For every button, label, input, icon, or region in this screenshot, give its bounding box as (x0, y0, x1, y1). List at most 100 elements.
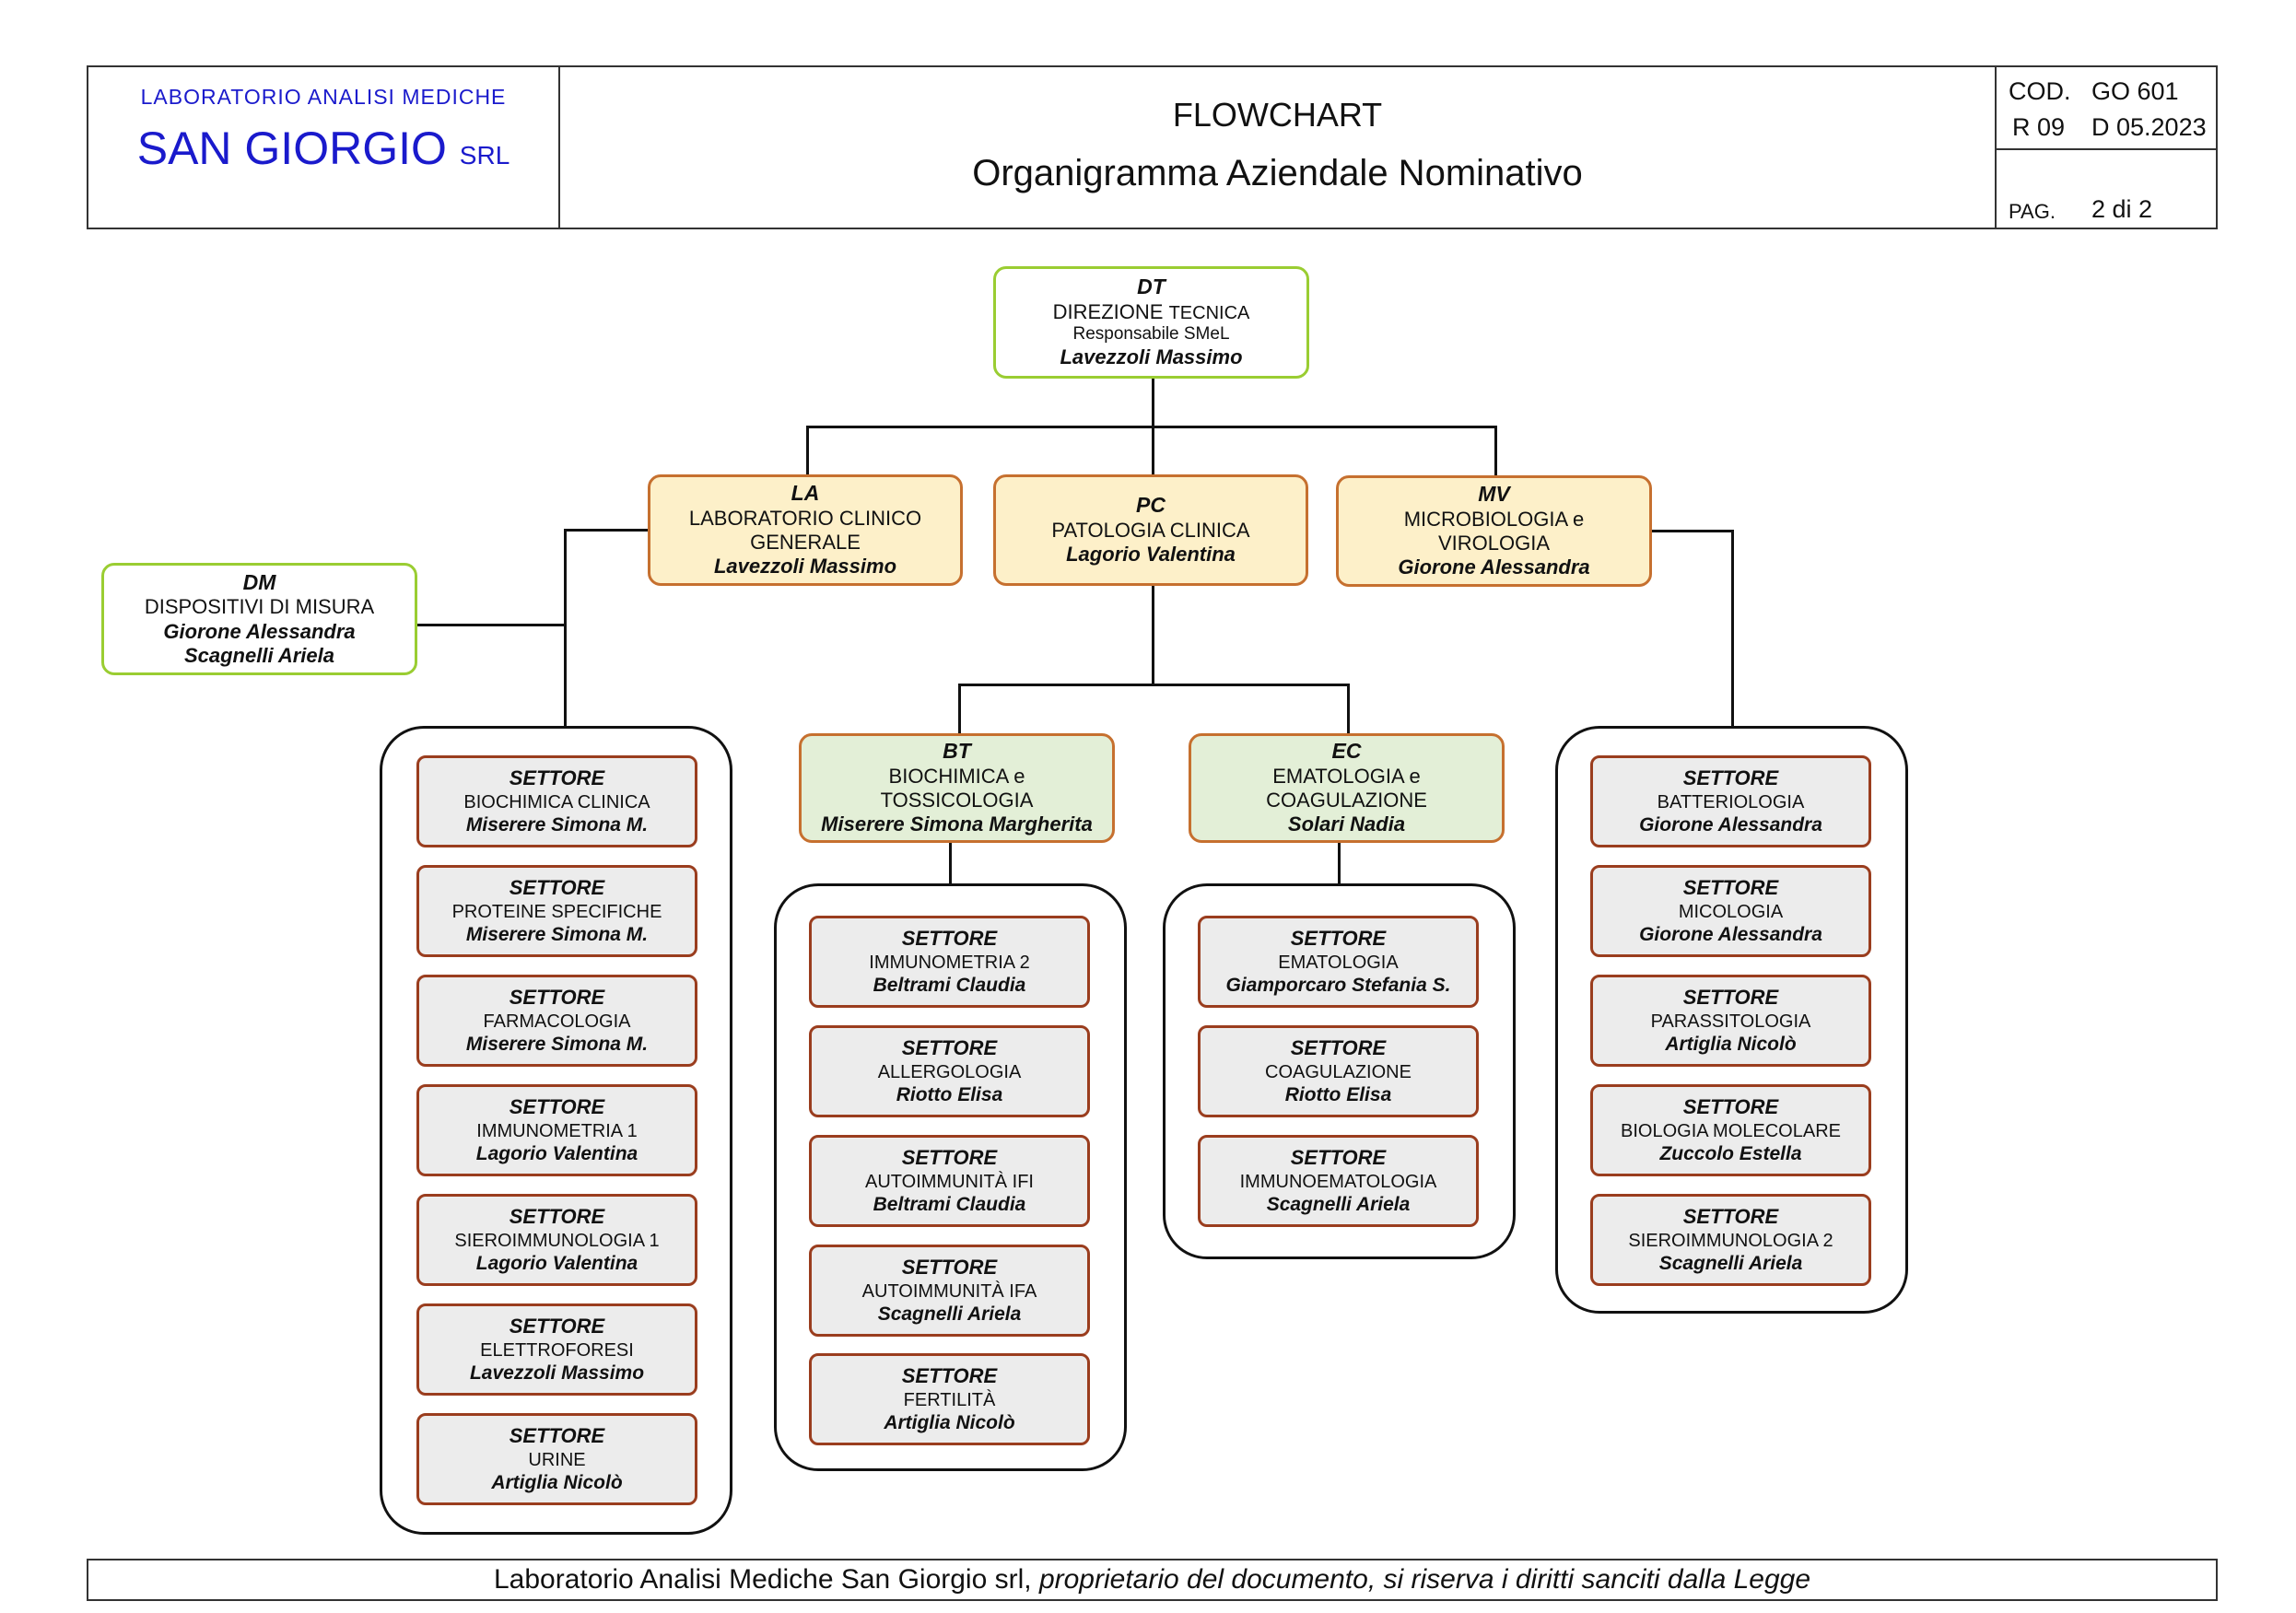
connector-pc-down (1152, 586, 1154, 685)
la-code: LA (791, 481, 820, 506)
settore-person: Miserere Simona M. (465, 813, 649, 836)
settore-name: ALLERGOLOGIA (877, 1061, 1022, 1082)
settore-person: Beltrami Claudia (873, 1193, 1026, 1215)
settore-person: Scagnelli Ariela (1266, 1193, 1411, 1215)
connector-to-ec (1347, 684, 1350, 734)
settore-name: BIOCHIMICA CLINICA (463, 791, 650, 812)
box-patologia-clinica: PC PATOLOGIA CLINICA Lagorio Valentina (993, 474, 1308, 586)
header-code-divider (1995, 148, 2218, 150)
settore-label: SETTORE (901, 1256, 998, 1280)
settore-sieroimmunologia-2: SETTORE SIEROIMMUNOLOGIA 2 Scagnelli Ari… (1590, 1194, 1871, 1286)
header-title-cell (558, 65, 1997, 229)
settore-label: SETTORE (509, 1095, 605, 1119)
settore-fertilita: SETTORE FERTILITÀ Artiglia Nicolò (809, 1353, 1090, 1445)
doc-type: FLOWCHART (1172, 96, 1383, 134)
settore-label: SETTORE (901, 1036, 998, 1060)
dm-person-1: Giorone Alessandra (163, 619, 356, 643)
dm-person-2: Scagnelli Ariela (183, 643, 335, 667)
settore-label: SETTORE (901, 927, 998, 951)
settore-parassitologia: SETTORE PARASSITOLOGIA Artiglia Nicolò (1590, 975, 1871, 1067)
box-laboratorio-clinico: LA LABORATORIO CLINICO GENERALE Lavezzol… (648, 474, 963, 586)
connector-top-bar (806, 426, 1497, 428)
settore-person: Scagnelli Ariela (877, 1303, 1022, 1325)
settore-person: Artiglia Nicolò (491, 1471, 623, 1493)
settore-autoimmunita-ifa: SETTORE AUTOIMMUNITÀ IFA Scagnelli Ariel… (809, 1245, 1090, 1337)
pag-label: PAG. (2009, 200, 2056, 223)
la-name-2: GENERALE (750, 531, 861, 555)
mv-code: MV (1478, 482, 1510, 507)
mv-name-2: VIROLOGIA (1437, 532, 1551, 555)
settore-person: Scagnelli Ariela (1658, 1252, 1803, 1274)
la-name-1: LABORATORIO CLINICO (688, 506, 922, 530)
settore-person: Artiglia Nicolò (1665, 1033, 1797, 1055)
mv-person: Giorone Alessandra (1398, 555, 1590, 579)
settore-name: PARASSITOLOGIA (1650, 1011, 1811, 1032)
settore-label: SETTORE (1290, 927, 1387, 951)
settore-name: IMMUNOEMATOLOGIA (1239, 1171, 1437, 1192)
settore-batteriologia: SETTORE BATTERIOLOGIA Giorone Alessandra (1590, 755, 1871, 847)
settore-elettroforesi: SETTORE ELETTROFORESI Lavezzoli Massimo (416, 1303, 697, 1396)
settore-proteine-specifiche: SETTORE PROTEINE SPECIFICHE Miserere Sim… (416, 865, 697, 957)
settore-label: SETTORE (509, 1315, 605, 1338)
settore-name: IMMUNOMETRIA 1 (476, 1120, 638, 1141)
settore-name: MICOLOGIA (1678, 901, 1784, 922)
doc-date: D 05.2023 (2091, 113, 2207, 141)
dt-person: Lavezzoli Massimo (1060, 345, 1243, 369)
settore-label: SETTORE (901, 1364, 998, 1388)
dm-code: DM (242, 569, 276, 594)
connector-bt-group (949, 843, 952, 883)
settore-ematologia: SETTORE EMATOLOGIA Giamporcaro Stefania … (1198, 916, 1479, 1008)
settore-name: IMMUNOMETRIA 2 (869, 952, 1030, 973)
settore-label: SETTORE (1682, 986, 1779, 1010)
settore-label: SETTORE (509, 986, 605, 1010)
connector-ec-group (1338, 843, 1341, 883)
settore-label: SETTORE (1682, 766, 1779, 790)
connector-to-mv (1494, 426, 1497, 476)
settore-label: SETTORE (1290, 1036, 1387, 1060)
settore-name: SIEROIMMUNOLOGIA 1 (454, 1230, 660, 1251)
connector-la-left (564, 529, 648, 532)
connector-to-bt (958, 684, 961, 734)
connector-bt-ec-bar (958, 684, 1350, 686)
connector-la-down (564, 529, 567, 728)
settore-autoimmunita-ifi: SETTORE AUTOIMMUNITÀ IFI Beltrami Claudi… (809, 1135, 1090, 1227)
settore-name: FERTILITÀ (903, 1389, 996, 1410)
header-code-cell (1995, 65, 2218, 229)
settore-biologia-molecolare: SETTORE BIOLOGIA MOLECOLARE Zuccolo Este… (1590, 1084, 1871, 1176)
settore-label: SETTORE (1682, 1205, 1779, 1229)
settore-label: SETTORE (509, 1205, 605, 1229)
settore-name: EMATOLOGIA (1278, 952, 1399, 973)
settore-name: PROTEINE SPECIFICHE (451, 901, 662, 922)
settore-label: SETTORE (901, 1146, 998, 1170)
mv-name-1: MICROBIOLOGIA e (1403, 507, 1585, 531)
connector-mv-right (1652, 530, 1734, 532)
revision: R 09 (2012, 113, 2066, 141)
settore-allergologia: SETTORE ALLERGOLOGIA Riotto Elisa (809, 1025, 1090, 1117)
settore-label: SETTORE (509, 876, 605, 900)
pc-code: PC (1136, 493, 1166, 518)
settore-micologia: SETTORE MICOLOGIA Giorone Alessandra (1590, 865, 1871, 957)
pag-value: 2 di 2 (2091, 195, 2153, 223)
settore-immunoematologia: SETTORE IMMUNOEMATOLOGIA Scagnelli Ariel… (1198, 1135, 1479, 1227)
settore-immunometria-2: SETTORE IMMUNOMETRIA 2 Beltrami Claudia (809, 916, 1090, 1008)
ec-name-1: EMATOLOGIA e (1272, 764, 1421, 788)
settore-person: Miserere Simona M. (465, 923, 649, 945)
settore-sieroimmunologia-1: SETTORE SIEROIMMUNOLOGIA 1 Lagorio Valen… (416, 1194, 697, 1286)
settore-name: COAGULAZIONE (1265, 1061, 1412, 1082)
box-biochimica-tossicologia: BT BIOCHIMICA e TOSSICOLOGIA Miserere Si… (799, 733, 1115, 843)
connector-mv-down (1731, 530, 1734, 728)
box-microbiologia: MV MICROBIOLOGIA e VIROLOGIA Giorone Ale… (1336, 475, 1652, 587)
settore-farmacologia: SETTORE FARMACOLOGIA Miserere Simona M. (416, 975, 697, 1067)
doc-title: Organigramma Aziendale Nominativo (972, 153, 1583, 193)
settore-name: URINE (528, 1449, 586, 1470)
company-suffix: SRL (459, 141, 510, 169)
company-name: SAN GIORGIO SRL (136, 123, 510, 174)
box-ematologia-coagulazione: EC EMATOLOGIA e COAGULAZIONE Solari Nadi… (1189, 733, 1505, 843)
settore-immunometria-1: SETTORE IMMUNOMETRIA 1 Lagorio Valentina (416, 1084, 697, 1176)
ec-person: Solari Nadia (1287, 812, 1406, 836)
settore-person: Miserere Simona M. (465, 1033, 649, 1055)
cod-value: GO 601 (2091, 77, 2179, 105)
settore-label: SETTORE (1682, 1095, 1779, 1119)
settore-name: BATTERIOLOGIA (1657, 791, 1805, 812)
settore-label: SETTORE (509, 766, 605, 790)
